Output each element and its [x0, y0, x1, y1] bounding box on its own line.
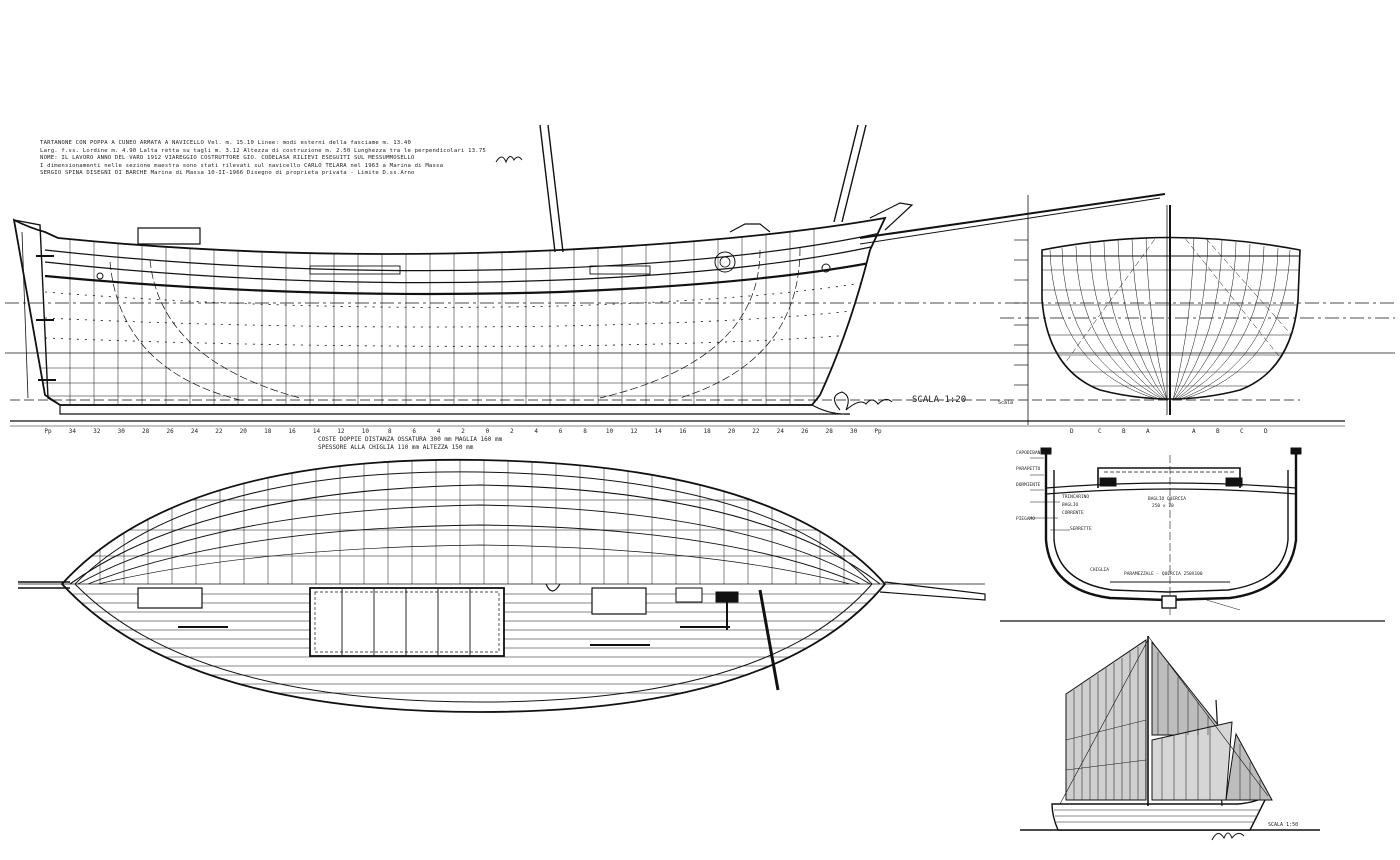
- station-number: 14: [655, 428, 663, 435]
- station-number: 8: [583, 428, 587, 435]
- title-line: I dimensionamenti nelle sezione maestra …: [40, 162, 444, 169]
- section-label: SERRETTE: [1070, 526, 1092, 532]
- sail-scale-label: SCALA 1:50: [1268, 822, 1298, 828]
- midship-section-view: [1000, 447, 1385, 622]
- station-number: 8: [388, 428, 392, 435]
- section-label: TRINCARINO: [1062, 494, 1089, 500]
- body-plan-letter: A: [1146, 428, 1150, 435]
- signature-mark: [495, 156, 523, 164]
- station-number: 24: [777, 428, 785, 435]
- station-number: 18: [264, 428, 272, 435]
- station-number: 24: [191, 428, 199, 435]
- station-number: 20: [240, 428, 248, 435]
- station-number: Pp: [874, 428, 882, 435]
- station-number: 12: [630, 428, 638, 435]
- station-number: 26: [801, 428, 809, 435]
- section-label: 250 x 70: [1152, 503, 1174, 509]
- body-plan-letter: D: [1070, 428, 1074, 435]
- station-number: 2: [510, 428, 514, 435]
- station-number: 22: [215, 428, 223, 435]
- station-number: 34: [69, 428, 77, 435]
- title-block: TARTANONE CON POPPA A CUNEO ARMATA A NAV…: [40, 140, 510, 178]
- section-label: DORMIENTE: [1016, 482, 1041, 488]
- signature-mark: [1211, 832, 1245, 841]
- body-plan-letter: B: [1122, 428, 1126, 435]
- station-number: 30: [118, 428, 126, 435]
- section-label: PIEGAMO: [1016, 516, 1035, 522]
- construction-note: SPESSORE ALLA CHIGLIA 110 mm ALTEZZA 150…: [318, 444, 474, 451]
- station-number: 26: [166, 428, 174, 435]
- section-label: BAGLIO: [1062, 502, 1079, 508]
- sail-plan-view: [1020, 635, 1320, 831]
- station-number: 4: [534, 428, 538, 435]
- body-plan-letter: C: [1098, 428, 1102, 435]
- deck-plan-view: [18, 458, 986, 713]
- station-number: 18: [703, 428, 711, 435]
- station-number: 0: [486, 428, 490, 435]
- section-label: PARAMEZZALE - QUERCIA 250X100: [1124, 571, 1203, 577]
- station-number: 22: [752, 428, 760, 435]
- title-line: SERGIO SPINA DISEGNI DI BARCHE Marina di…: [40, 170, 415, 177]
- station-number: 16: [288, 428, 296, 435]
- construction-note: COSTE DOPPIE DISTANZA OSSATURA 300 mm MA…: [318, 436, 503, 443]
- station-number: 10: [606, 428, 614, 435]
- body-plan-view: [1000, 195, 1395, 425]
- midship-labels: CAPODIBANDA PARAPETTO DORMIENTE TRINCARI…: [1016, 450, 1203, 577]
- station-number: 4: [437, 428, 441, 435]
- station-number: 28: [142, 428, 150, 435]
- title-line: Larg. f.ss. Lordine m. 4.90 Lalta retta …: [40, 147, 486, 154]
- station-number: 30: [850, 428, 858, 435]
- section-label: CHIGLIA: [1090, 567, 1109, 573]
- station-number: 28: [826, 428, 834, 435]
- body-plan-letter: D: [1264, 428, 1268, 435]
- station-number: 16: [679, 428, 687, 435]
- section-label: CAPODIBANDA: [1016, 450, 1046, 456]
- station-number: 14: [313, 428, 321, 435]
- station-number: 2: [461, 428, 465, 435]
- body-plan-letters: D C B A A B C D: [1070, 428, 1268, 435]
- body-plan-letter: C: [1240, 428, 1244, 435]
- body-plan-letter: A: [1192, 428, 1196, 435]
- station-number: 12: [337, 428, 345, 435]
- station-number: 6: [559, 428, 563, 435]
- station-number: Pp: [44, 428, 52, 435]
- profile-scale-label: SCALA 1:20: [912, 395, 966, 405]
- station-number: 32: [93, 428, 101, 435]
- station-number: 20: [728, 428, 736, 435]
- signature-mark: [833, 391, 893, 411]
- station-number: 10: [362, 428, 370, 435]
- body-plan-letter: B: [1216, 428, 1220, 435]
- section-label: CORRENTE: [1062, 510, 1084, 516]
- title-line: NOME: IL LAVORO ANNO DEL VARO 1912 VIARE…: [40, 155, 415, 162]
- scale-abbrev: Scala: [998, 400, 1013, 406]
- section-label: PARAPETTO: [1016, 466, 1041, 472]
- title-line: TARTANONE CON POPPA A CUNEO ARMATA A NAV…: [40, 140, 412, 146]
- station-number: 6: [412, 428, 416, 435]
- section-label: BAGLIO QUERCIA: [1148, 496, 1186, 502]
